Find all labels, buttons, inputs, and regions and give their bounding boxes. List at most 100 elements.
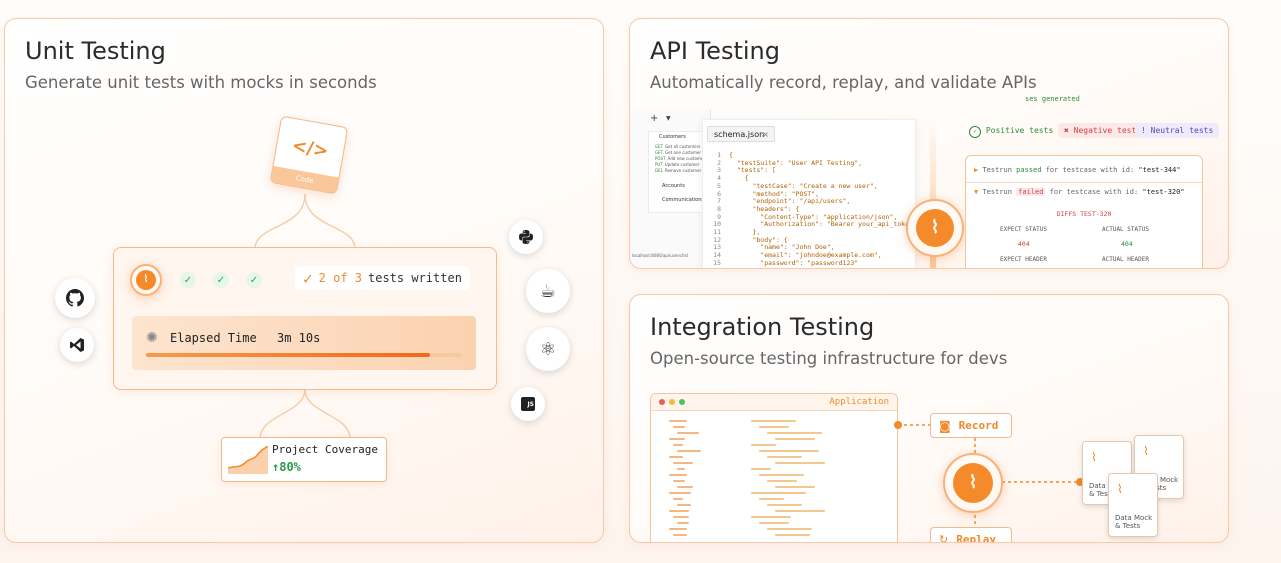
sidebar-item-accounts[interactable]: Accounts bbox=[662, 183, 685, 189]
code-line: 11 }, bbox=[713, 228, 761, 237]
minimize-dot-icon bbox=[669, 399, 675, 405]
code-placeholder-line bbox=[767, 480, 797, 482]
github-icon[interactable] bbox=[55, 278, 95, 318]
negative-tests-badge: ✖ Negative tests bbox=[1058, 123, 1148, 138]
tests-written-status: ✓ 2 of 3 tests written bbox=[295, 266, 470, 290]
code-placeholder-line bbox=[759, 474, 804, 476]
code-placeholder-line bbox=[669, 438, 685, 440]
beam bbox=[930, 119, 936, 268]
generated-label: ses generated bbox=[1025, 95, 1080, 103]
code-line: 8 "headers": { bbox=[717, 204, 800, 213]
code-line: 2 "testSuite": "User API Testing", bbox=[717, 158, 863, 167]
code-placeholder-line bbox=[673, 462, 693, 464]
sidebar-item-customers[interactable]: Customers bbox=[659, 134, 686, 140]
api-testing-subtitle: Automatically record, replay, and valida… bbox=[650, 73, 1037, 92]
unit-testing-title: Unit Testing bbox=[25, 37, 166, 65]
code-placeholder-line bbox=[673, 534, 687, 536]
maximize-dot-icon bbox=[679, 399, 685, 405]
code-line: 13 "name": "John Doe", bbox=[713, 243, 835, 252]
code-line: 12 "body": { bbox=[713, 235, 788, 244]
api-testing-title: API Testing bbox=[650, 37, 780, 65]
expect-status-value: 404 bbox=[1018, 240, 1030, 248]
code-placeholder-line bbox=[673, 498, 683, 500]
elapsed-progress-bar bbox=[146, 353, 462, 357]
tab-label: schema.json bbox=[714, 130, 765, 139]
code-placeholder-line bbox=[751, 516, 791, 518]
code-placeholder-line bbox=[767, 432, 822, 434]
code-placeholder-line bbox=[669, 492, 691, 494]
vscode-icon[interactable] bbox=[60, 328, 94, 362]
request-url: localhost:8080/api/users/list bbox=[632, 253, 689, 258]
x-icon: ✖ bbox=[1064, 126, 1069, 135]
react-icon[interactable]: ⚛ bbox=[526, 327, 570, 371]
js-badge: JS bbox=[521, 397, 535, 411]
java-icon[interactable]: ☕ bbox=[526, 269, 570, 313]
keploy-logo-icon: ⌇ bbox=[1091, 450, 1097, 464]
coverage-value: ↑80% bbox=[272, 460, 301, 474]
integration-testing-title: Integration Testing bbox=[650, 313, 875, 341]
code-line: 4 { bbox=[717, 174, 749, 183]
expect-status-label: EXPECT STATUS bbox=[1000, 226, 1047, 233]
code-placeholder-line bbox=[669, 510, 689, 512]
tests-written-label: tests written bbox=[368, 271, 462, 285]
code-placeholder-line bbox=[775, 438, 815, 440]
tab-schema-json[interactable]: schema.json × bbox=[707, 126, 775, 142]
elapsed-label: Elapsed Time bbox=[170, 331, 257, 345]
replay-icon: ↻ bbox=[939, 533, 949, 543]
code-line: 10 "Authorization": "Bearer your_api_tok… bbox=[713, 220, 917, 229]
replay-button[interactable]: ↻ Replay bbox=[930, 527, 1012, 543]
code-placeholder-line bbox=[673, 444, 683, 446]
positive-tests-badge: ✓ Positive tests bbox=[963, 123, 1059, 141]
close-dot-icon bbox=[659, 399, 665, 405]
record-button[interactable]: ◙ Record bbox=[930, 413, 1012, 438]
check-icon: ✓ bbox=[303, 268, 313, 288]
testrun-passed-row: ▶ Testrun passed for testcase with id: "… bbox=[974, 166, 1181, 174]
filter-icon[interactable]: ▼ bbox=[666, 115, 671, 122]
keploy-logo-icon: ⌇ bbox=[1143, 444, 1149, 458]
spinner-icon: ✺ bbox=[146, 330, 158, 346]
testrun-failed-row: ▼ Testrun failed for testcase with id: "… bbox=[974, 188, 1185, 196]
keploy-logo-icon: ⌇ bbox=[130, 264, 162, 296]
api-testing-card: API Testing Automatically record, replay… bbox=[629, 18, 1229, 269]
diffs-heading: DIFFS TEST-320 bbox=[1056, 210, 1112, 218]
project-coverage-box: Project Coverage ↑80% bbox=[221, 437, 387, 482]
code-placeholder-line bbox=[767, 528, 812, 530]
python-icon[interactable] bbox=[509, 220, 543, 254]
code-placeholder-line bbox=[751, 420, 796, 422]
application-window: Application bbox=[650, 393, 898, 542]
code-placeholder-line bbox=[669, 528, 687, 530]
code-line: 9 "Content-Type": "application/json", bbox=[717, 212, 898, 221]
unit-testing-subtitle: Generate unit tests with mocks in second… bbox=[25, 73, 377, 92]
test-progress-panel: ⌇ ✓ ✓ ✓ ✓ 2 of 3 tests written ✺ Elapsed… bbox=[113, 247, 497, 390]
code-placeholder-line bbox=[767, 504, 802, 506]
integration-testing-card: Integration Testing Open-source testing … bbox=[629, 294, 1229, 543]
code-placeholder-line bbox=[775, 534, 810, 536]
code-placeholder-line bbox=[669, 456, 683, 458]
sidebar-item-communications[interactable]: Communications bbox=[662, 197, 705, 203]
unit-testing-card: Unit Testing Generate unit tests with mo… bbox=[4, 18, 604, 543]
code-file-icon: </> Code bbox=[269, 115, 349, 195]
testrun-results-panel: ▶ Testrun passed for testcase with id: "… bbox=[965, 155, 1203, 268]
code-placeholder-line bbox=[759, 426, 789, 428]
actual-status-label: ACTUAL STATUS bbox=[1102, 226, 1149, 233]
expect-header-label: EXPECT HEADER bbox=[1000, 256, 1047, 263]
add-icon[interactable]: + bbox=[650, 113, 659, 124]
coverage-chart-icon bbox=[228, 446, 268, 474]
coverage-label: Project Coverage bbox=[272, 443, 378, 456]
code-placeholder-line bbox=[751, 492, 806, 494]
check-icon: ✓ bbox=[969, 126, 981, 138]
code-placeholder-line bbox=[751, 444, 776, 446]
code-placeholder-line bbox=[669, 474, 687, 476]
application-label: Application bbox=[829, 397, 889, 407]
neutral-tests-badge: ! Neutral tests bbox=[1135, 123, 1220, 138]
code-line: 7 "endpoint": "/api/users", bbox=[717, 197, 851, 206]
javascript-icon[interactable]: JS bbox=[511, 387, 545, 421]
close-icon[interactable]: × bbox=[762, 130, 769, 139]
elapsed-time-box: ✺ Elapsed Time 3m 10s bbox=[132, 316, 476, 370]
